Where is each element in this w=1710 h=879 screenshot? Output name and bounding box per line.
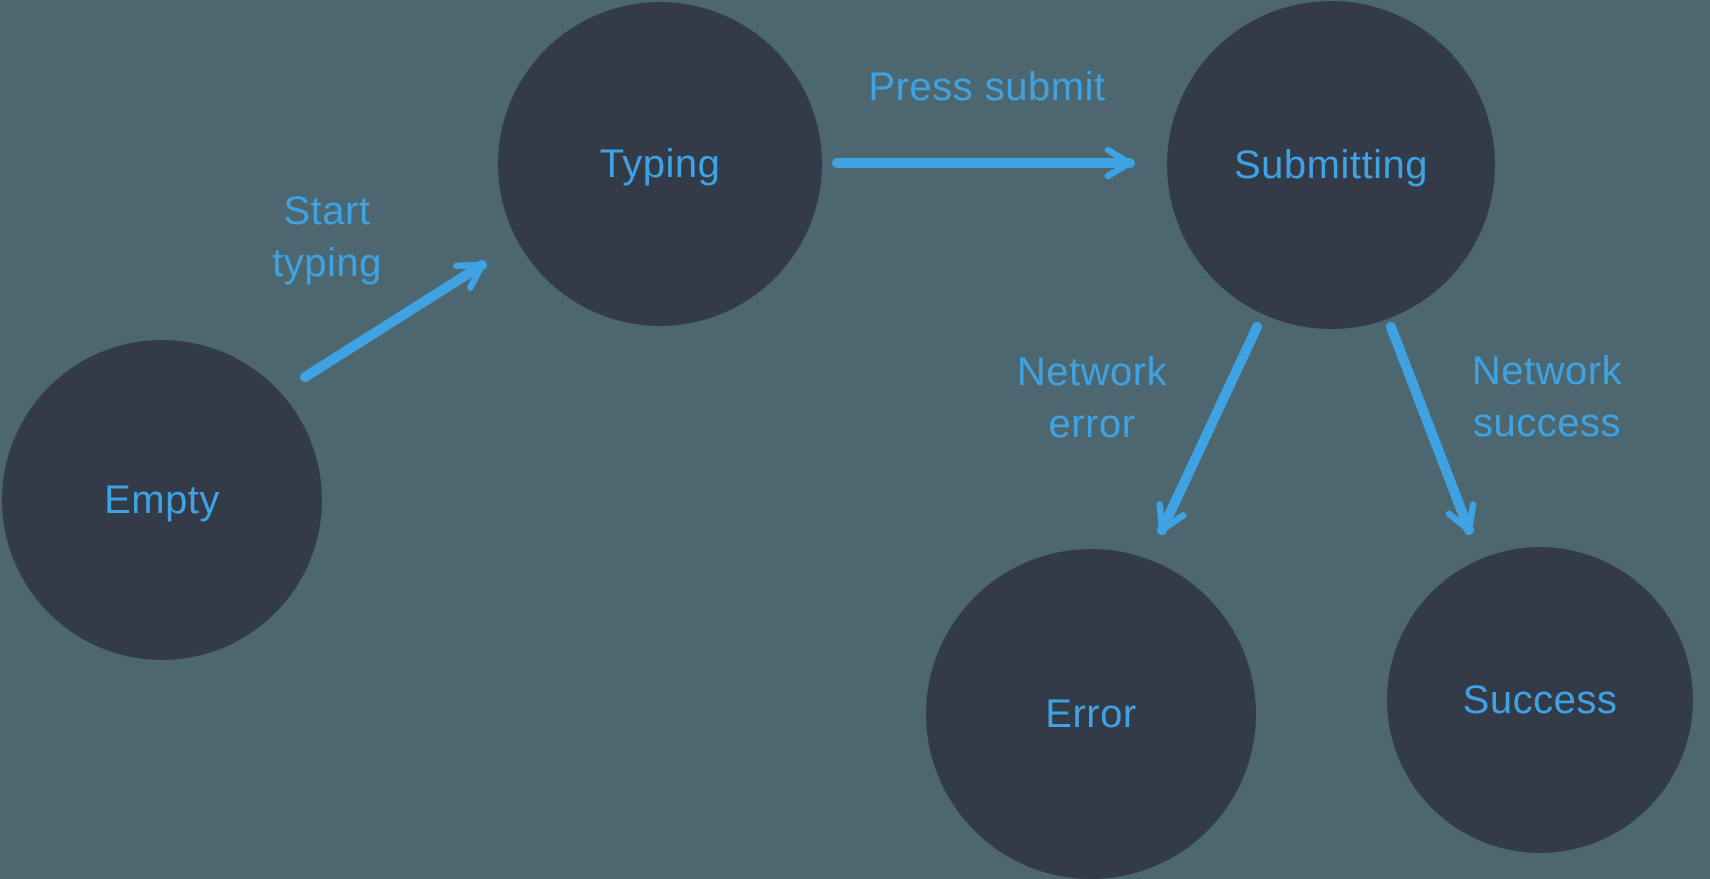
edge-empty-to-typing-arrow — [300, 260, 487, 382]
edge-submitting-to-error-arrow — [1156, 322, 1262, 535]
transition-label-press-submit: Press submit — [868, 61, 1105, 113]
state-label-submitting: Submitting — [1234, 142, 1428, 187]
transition-label-line: Network — [1471, 349, 1623, 393]
edge-submitting-to-success-arrow — [1386, 322, 1477, 535]
state-label-empty: Empty — [104, 477, 220, 522]
transition-label-line: Network — [1016, 350, 1168, 394]
state-node-error: Error — [926, 549, 1256, 879]
transition-label-line: error — [1048, 402, 1136, 446]
transition-label-network-error: Network error — [1017, 346, 1167, 450]
transition-label-line: Press submit — [868, 65, 1106, 109]
transition-label-start-typing: Start typing — [272, 185, 382, 289]
transition-label-network-success: Network success — [1472, 345, 1622, 449]
state-label-error: Error — [1045, 691, 1137, 736]
state-label-typing: Typing — [599, 141, 721, 186]
state-node-empty: Empty — [2, 340, 322, 660]
state-node-submitting: Submitting — [1167, 1, 1495, 329]
state-label-success: Success — [1462, 677, 1618, 722]
state-node-typing: Typing — [498, 2, 822, 326]
transition-label-line: success — [1472, 401, 1621, 445]
transition-label-line: typing — [272, 241, 382, 285]
state-node-success: Success — [1387, 547, 1693, 853]
transition-label-line: Start — [283, 189, 371, 233]
